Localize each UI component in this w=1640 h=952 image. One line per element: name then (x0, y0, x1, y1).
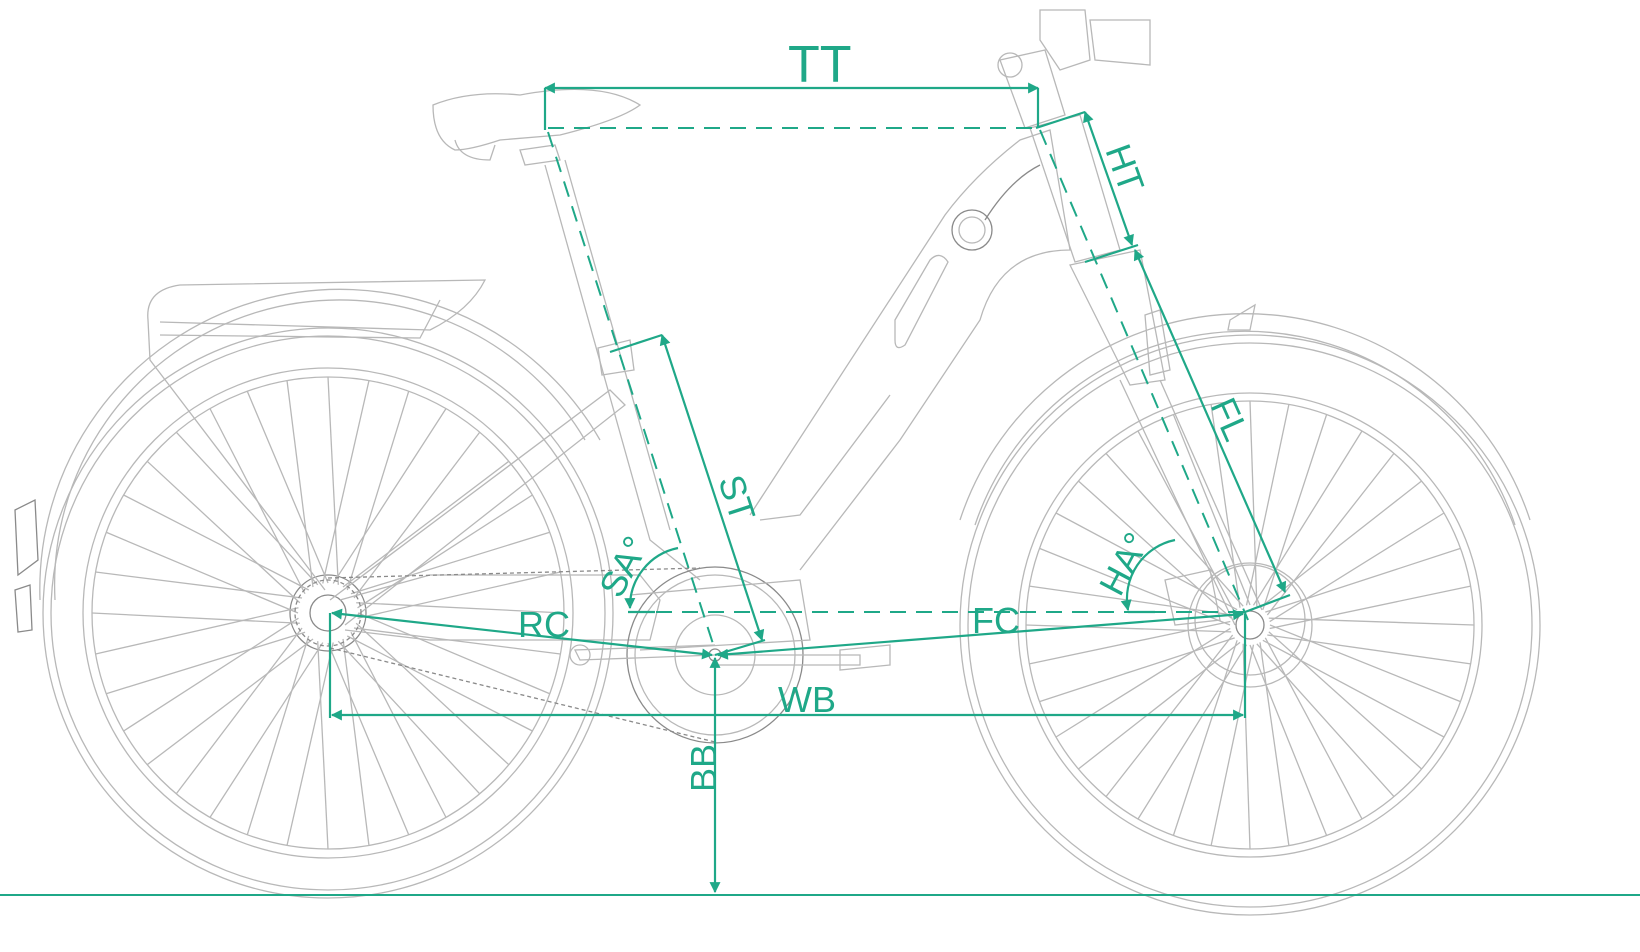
spoke (1172, 640, 1238, 836)
bike-drawing (14, 9, 1541, 916)
spoke (175, 627, 303, 795)
label-fc: FC (972, 600, 1020, 641)
spoke (1078, 641, 1241, 770)
label-tt: TT (788, 36, 852, 94)
label-st: ST (710, 470, 763, 526)
spoke (332, 408, 447, 584)
spoke (1259, 642, 1290, 846)
spoke (209, 642, 324, 818)
label-wb: WB (778, 679, 836, 720)
spoke (246, 390, 329, 584)
spoke (1269, 585, 1471, 630)
spoke (342, 460, 510, 588)
spoke (346, 635, 533, 732)
spoke (1262, 639, 1445, 738)
label-ht: HT (1097, 139, 1152, 198)
spoke (317, 641, 329, 850)
spoke (286, 380, 314, 588)
spoke (1268, 617, 1475, 626)
spoke (327, 376, 339, 585)
spoke (91, 612, 300, 624)
label-rc: RC (518, 604, 570, 645)
spoke (175, 431, 319, 586)
spoke (1268, 631, 1423, 770)
spoke (1055, 627, 1231, 738)
spoke (146, 460, 301, 604)
spoke (123, 617, 299, 732)
spoke (1264, 637, 1363, 820)
spoke (246, 635, 310, 835)
spoke (357, 494, 533, 609)
spoke (123, 494, 310, 591)
spoke (1137, 644, 1248, 820)
spoke (1265, 547, 1461, 613)
spoke (146, 638, 314, 766)
spoke (286, 642, 334, 846)
spoke (342, 638, 370, 846)
label-bb: BB (683, 744, 724, 792)
spoke (106, 631, 306, 695)
geometry-dimensions: TT HT ST FL SA° HA° RC FC WB BB (328, 36, 1291, 894)
spoke (350, 631, 447, 818)
spoke (1266, 453, 1395, 616)
spoke (1256, 643, 1395, 798)
label-sa: SA° (591, 529, 657, 603)
spoke (1210, 644, 1255, 846)
spoke (353, 431, 481, 599)
spoke (1259, 480, 1422, 609)
spoke (350, 531, 550, 595)
spoke (1252, 430, 1363, 606)
spoke (1269, 512, 1445, 623)
spoke (1249, 644, 1328, 836)
spoke (346, 391, 410, 591)
label-fl: FL (1203, 392, 1258, 447)
spoke (327, 642, 410, 836)
spoke (95, 607, 299, 655)
spoke (95, 571, 303, 599)
spoke (322, 380, 370, 584)
spoke (105, 531, 299, 614)
